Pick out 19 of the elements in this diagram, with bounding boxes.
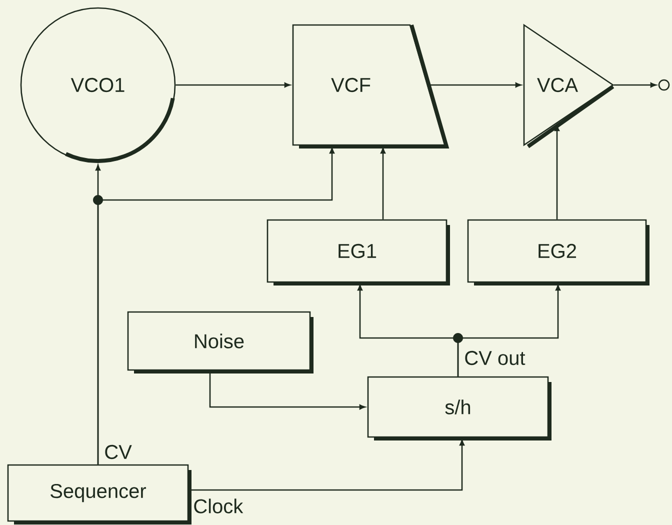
arrow [209, 370, 366, 410]
edge-label: CV [102, 443, 134, 461]
module-box: Sequencer [7, 464, 192, 524]
arrow [97, 148, 335, 464]
module-box: EG2 [467, 219, 650, 286]
edge-label: CV out [462, 349, 527, 367]
module-box: EG1 [266, 219, 450, 286]
filter-trapezoid: VCF [292, 24, 450, 148]
arrow [380, 148, 386, 220]
arrow [176, 82, 290, 88]
edge-label: Clock [192, 497, 245, 515]
arrow [614, 82, 656, 88]
module-box: Noise [127, 311, 314, 374]
module-box: s/h [367, 376, 552, 440]
output-terminal [658, 79, 670, 91]
arrow [188, 440, 465, 491]
arrow [554, 125, 560, 220]
arrow [428, 82, 522, 88]
arrow [457, 284, 561, 376]
